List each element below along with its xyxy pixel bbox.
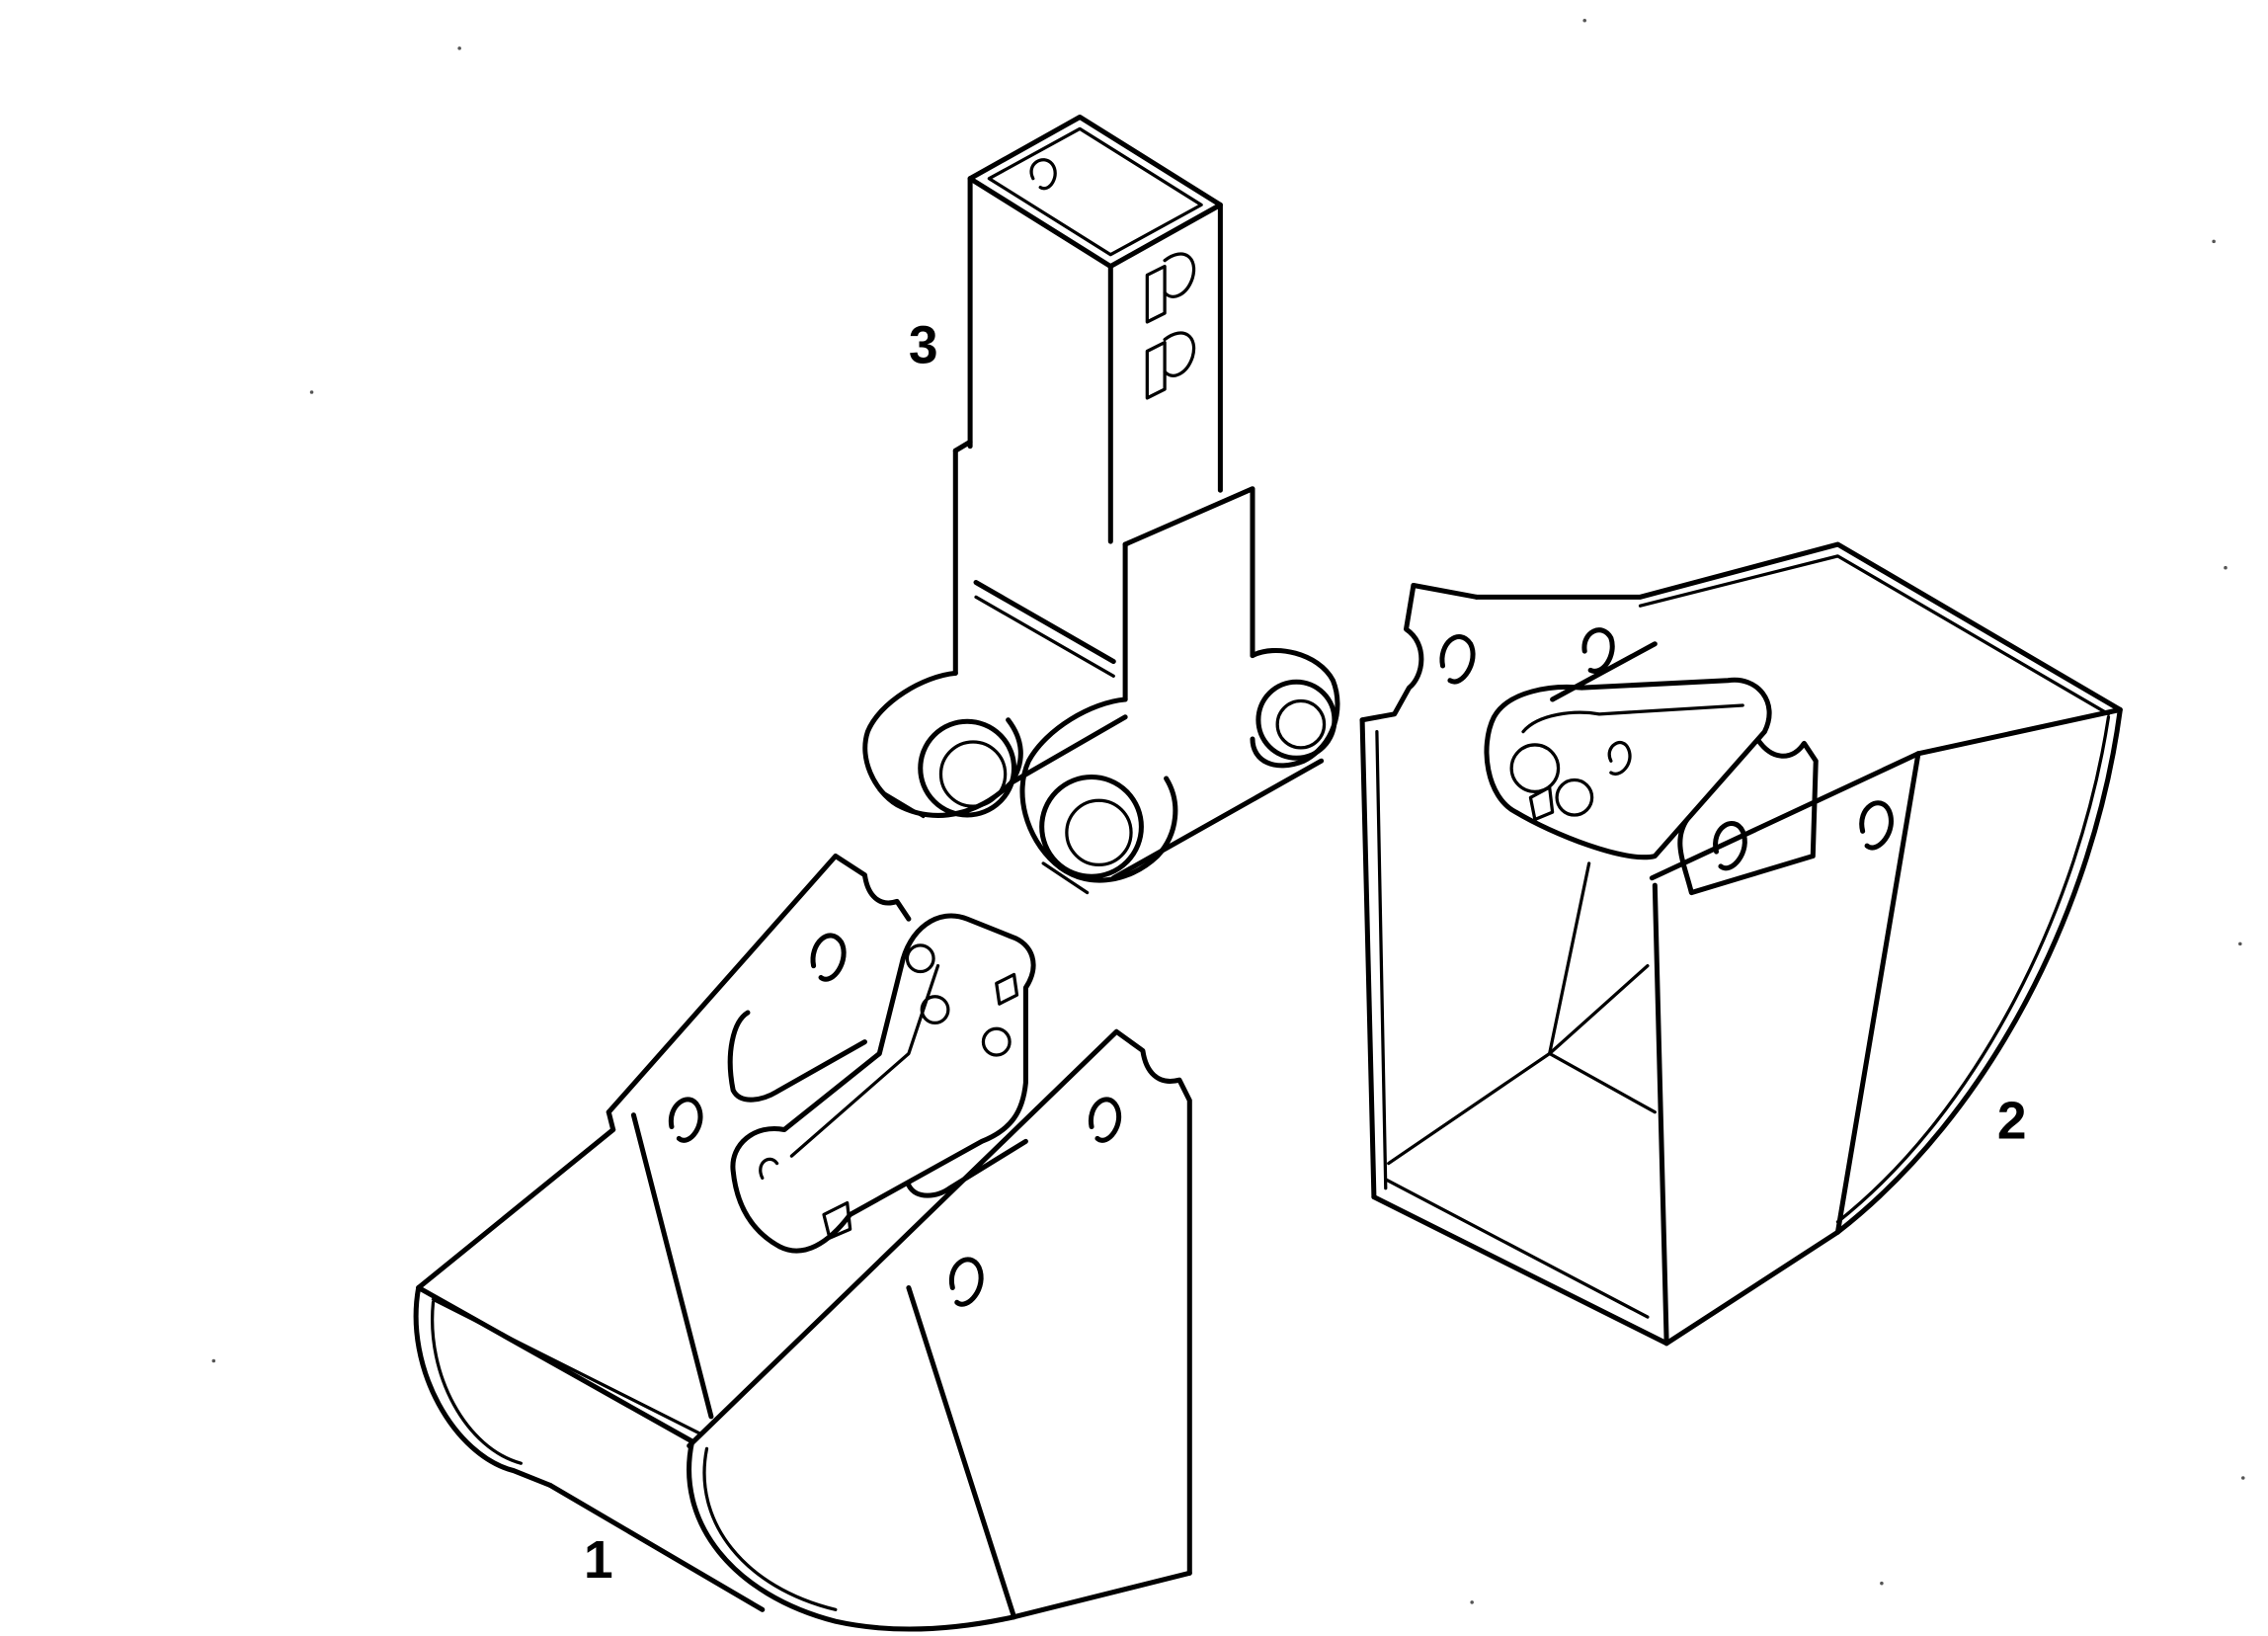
standard-bucket-drawing — [413, 853, 1192, 1632]
callout-1: 1 — [584, 1531, 613, 1590]
ditching-bucket-drawing — [1359, 541, 2123, 1347]
callout-3: 3 — [909, 316, 938, 374]
ripper-tooth-drawing — [862, 114, 1340, 895]
callout-2: 2 — [1997, 1092, 2027, 1150]
scan-specks — [211, 18, 2245, 1604]
